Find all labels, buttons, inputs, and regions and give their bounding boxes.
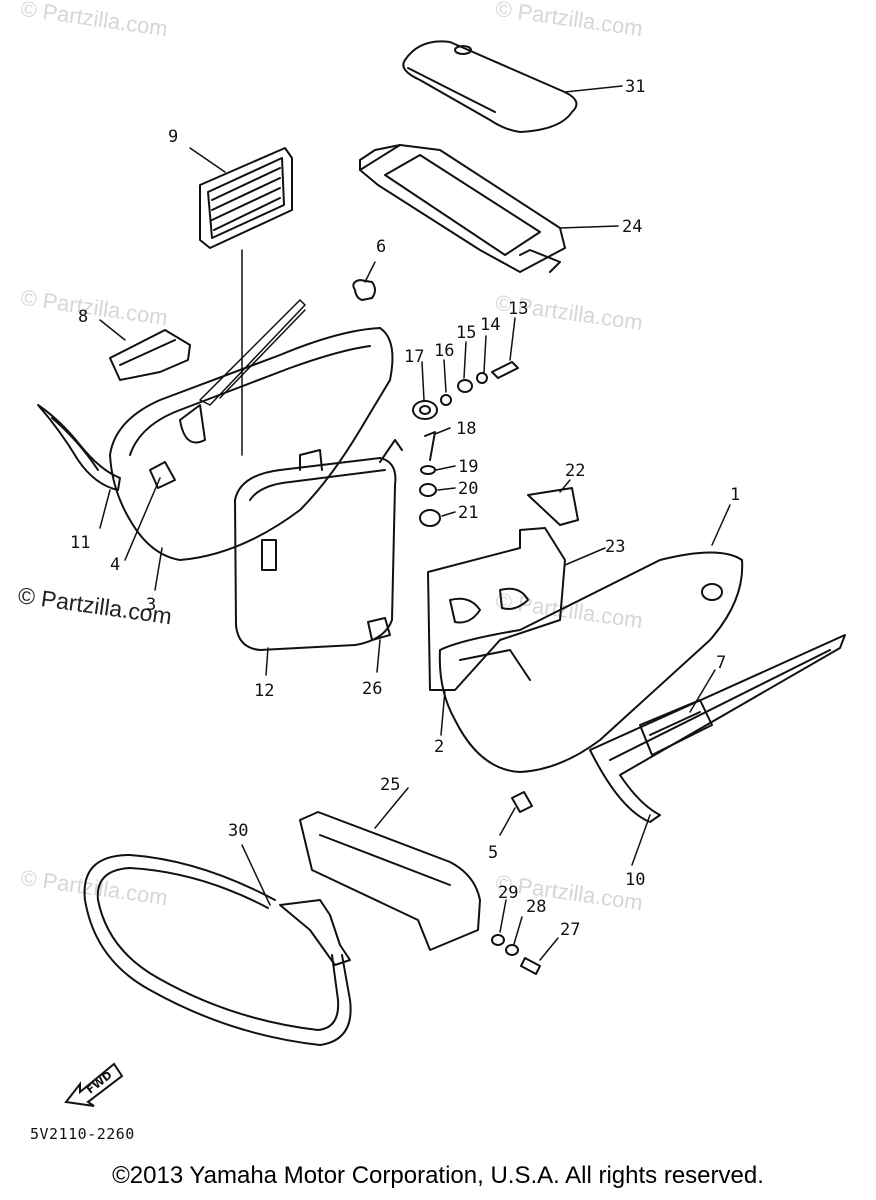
callout-14: 14 (480, 315, 500, 335)
callout-21: 21 (458, 503, 478, 523)
copyright-text: ©2013 Yamaha Motor Corporation, U.S.A. A… (112, 1162, 764, 1189)
callout-5: 5 (488, 843, 498, 863)
parts-diagram: 31 24 9 6 8 13 14 15 16 17 18 19 20 21 2… (37, 40, 846, 1046)
part-15-washer[interactable] (457, 379, 473, 393)
part-3-side-cover[interactable] (109, 327, 394, 561)
callout-20: 20 (458, 479, 478, 499)
part-31-pad[interactable] (402, 40, 578, 133)
part-23-bracket[interactable] (427, 527, 566, 691)
part-30-wire[interactable] (83, 854, 352, 1046)
part-29-washer[interactable] (491, 934, 505, 946)
callout-23: 23 (605, 537, 625, 557)
callout-9: 9 (168, 127, 178, 147)
callout-25: 25 (380, 775, 400, 795)
callout-29: 29 (498, 883, 518, 903)
callout-31: 31 (625, 77, 645, 97)
part-16-collar[interactable] (440, 394, 452, 406)
fwd-arrow-icon: FWD (62, 1058, 126, 1119)
part-8-emblem[interactable] (109, 329, 191, 381)
callout-1: 1 (730, 485, 740, 505)
callout-16: 16 (434, 341, 454, 361)
part-28-washer[interactable] (505, 944, 519, 956)
callout-15: 15 (456, 323, 476, 343)
part-25-cover[interactable] (299, 811, 481, 951)
callout-17: 17 (404, 347, 424, 367)
part-1-side-cover[interactable] (438, 551, 744, 773)
part-14-washer[interactable] (476, 372, 488, 384)
callout-labels: 31 24 9 6 8 13 14 15 16 17 18 19 20 21 2… (70, 77, 740, 940)
part-12-battery-box[interactable] (234, 439, 403, 651)
part-26-clip[interactable] (367, 617, 391, 641)
part-5-grommet[interactable] (511, 791, 533, 813)
callout-19: 19 (458, 457, 478, 477)
part-24-tray[interactable] (359, 144, 566, 273)
callout-3: 3 (146, 595, 156, 615)
part-11-stripe[interactable] (37, 404, 121, 491)
callout-4: 4 (110, 555, 120, 575)
leader-lines (99, 85, 731, 961)
part-27-bolt[interactable] (520, 957, 541, 975)
callout-24: 24 (622, 217, 642, 237)
callout-30: 30 (228, 821, 248, 841)
part-13-bolt[interactable] (491, 361, 519, 379)
callout-26: 26 (362, 679, 382, 699)
callout-27: 27 (560, 920, 580, 940)
part-18-bolt[interactable] (424, 431, 436, 461)
callout-10: 10 (625, 870, 645, 890)
callout-11: 11 (70, 533, 90, 553)
callout-18: 18 (456, 419, 476, 439)
callout-7: 7 (716, 653, 726, 673)
callout-8: 8 (78, 307, 88, 327)
part-17-grommet[interactable] (412, 400, 438, 420)
callout-13: 13 (508, 299, 528, 319)
diagram-code: 5V2110-2260 (30, 1125, 135, 1143)
callout-22: 22 (565, 461, 585, 481)
part-19-nut[interactable] (420, 465, 436, 475)
callout-12: 12 (254, 681, 274, 701)
part-6-grommet[interactable] (352, 279, 376, 301)
part-21-grommet[interactable] (419, 509, 441, 527)
callout-2: 2 (434, 737, 444, 757)
part-9-filter[interactable] (199, 147, 293, 249)
callout-6: 6 (376, 237, 386, 257)
part-10-stripe[interactable] (589, 634, 846, 823)
part-20-collar[interactable] (419, 483, 437, 497)
callout-28: 28 (526, 897, 546, 917)
part-22-bracket[interactable] (527, 487, 579, 526)
